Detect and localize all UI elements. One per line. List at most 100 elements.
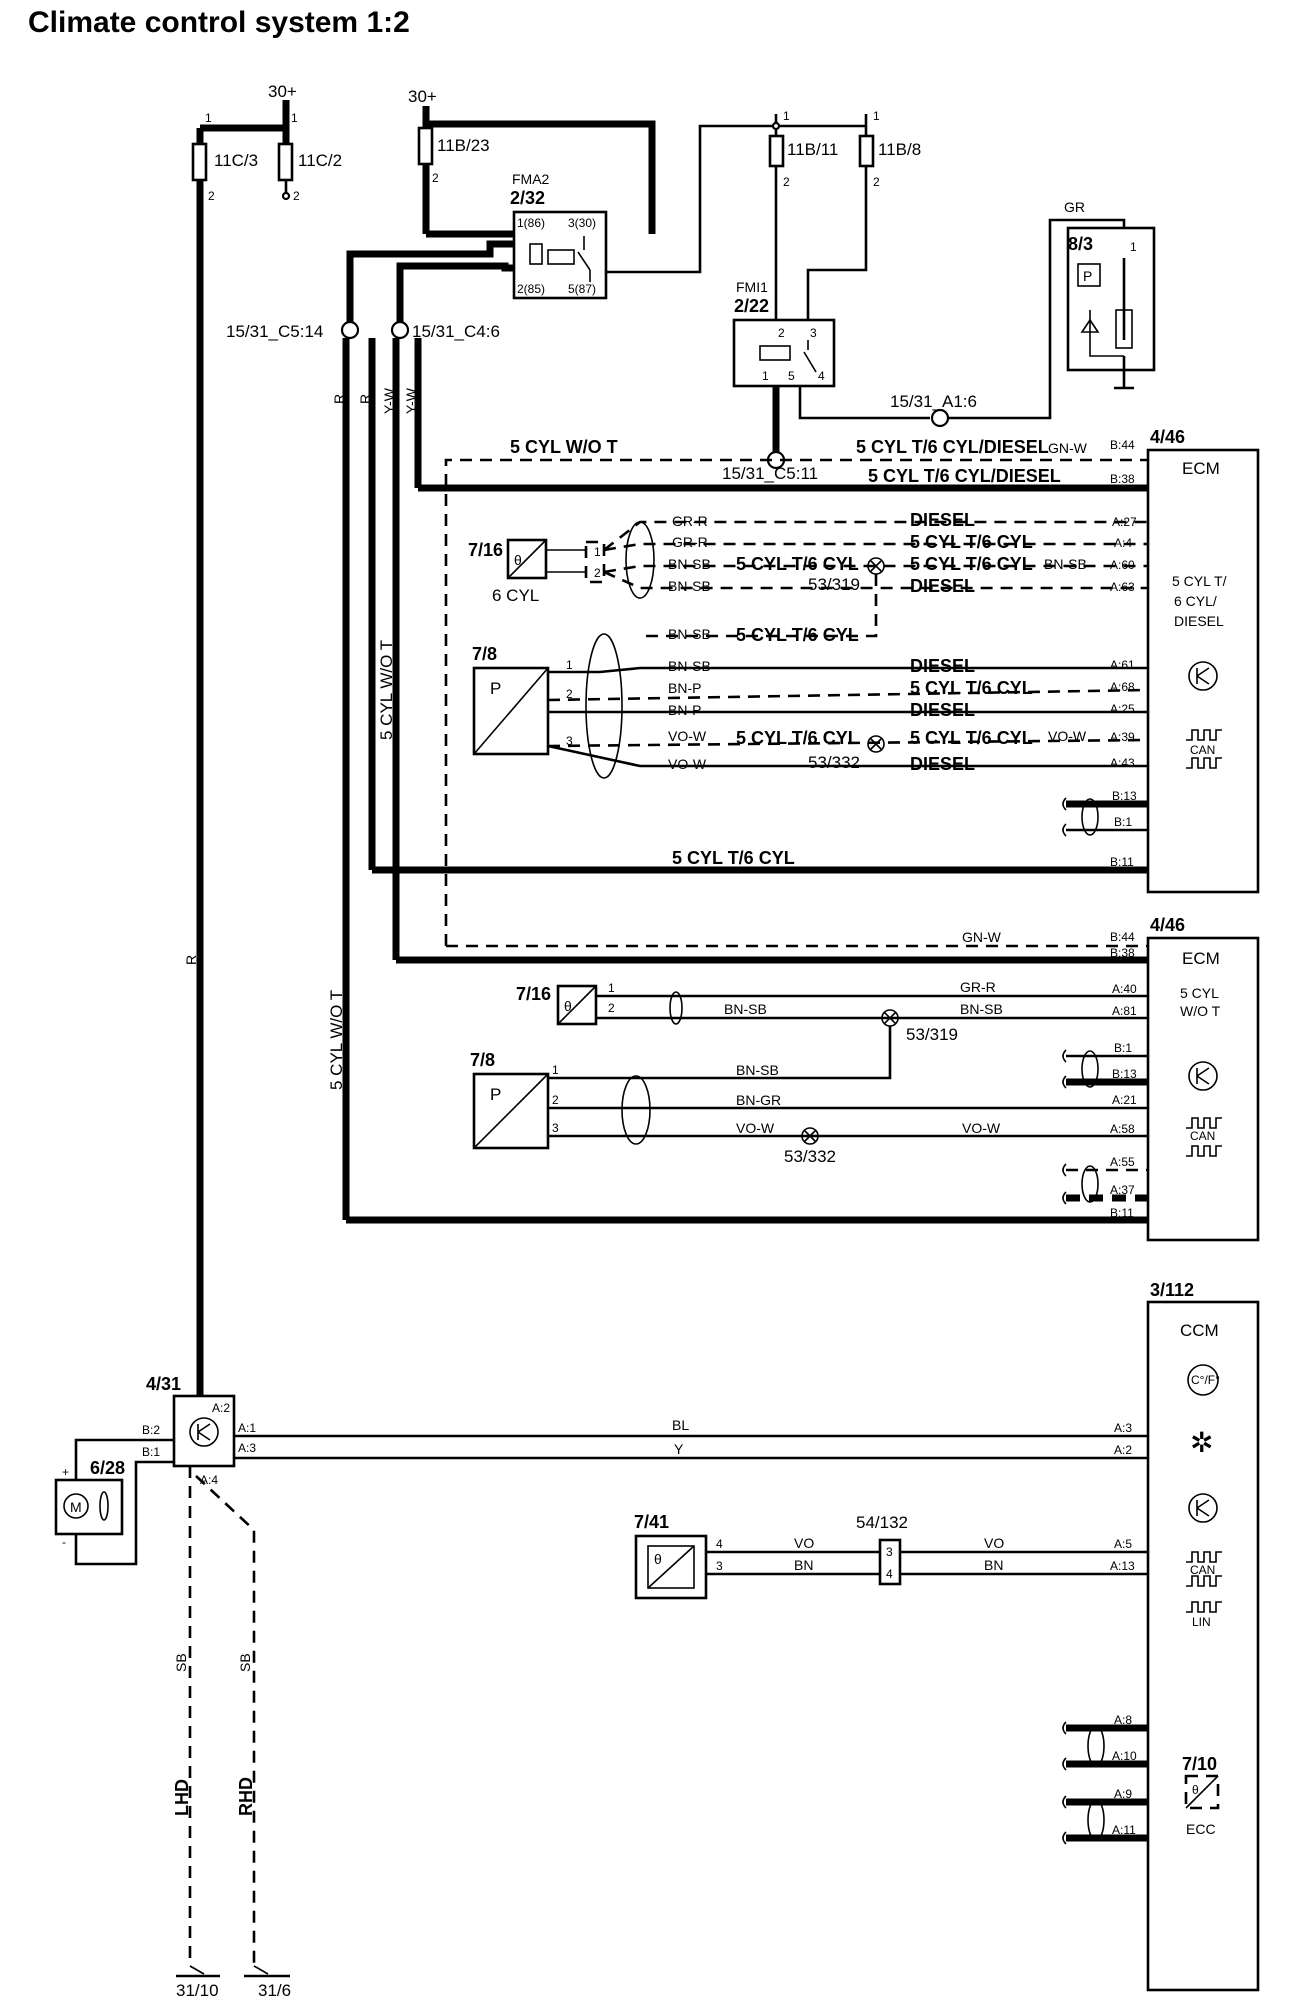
svg-text:1: 1 [552,1063,559,1077]
relay-fmi1 [732,318,836,388]
svg-text:5 CYL T/6 CYL: 5 CYL T/6 CYL [736,728,859,748]
svg-text:2: 2 [873,175,880,189]
svg-text:GN-W: GN-W [1048,440,1088,456]
svg-text:A:3: A:3 [1114,1421,1132,1435]
svg-text:A:58: A:58 [1110,1122,1135,1136]
connector-54-132 [878,1538,902,1586]
fan-motor-id: 6/28 [90,1458,125,1478]
svg-text:A:3: A:3 [238,1441,256,1455]
svg-text:P: P [1083,268,1092,284]
svg-text:BL: BL [672,1417,689,1433]
svg-text:A:4: A:4 [1114,536,1132,550]
svg-text:4: 4 [886,1567,893,1581]
svg-text:θ: θ [514,552,522,568]
ground-31-6: 31/6 [258,1981,291,2000]
svg-text:VO-W: VO-W [736,1120,775,1136]
svg-text:A:10: A:10 [1112,1749,1137,1763]
fuse-11b23-label: 11B/23 [437,136,490,155]
svg-text:θ: θ [564,998,572,1014]
svg-text:BN: BN [794,1557,813,1573]
fmi1-id: 2/22 [734,296,769,316]
svg-text:A:5: A:5 [1114,1537,1132,1551]
svg-text:A:27: A:27 [1112,515,1137,529]
svg-text:P: P [490,679,501,698]
svg-text:B:1: B:1 [1114,1041,1132,1055]
snowflake-icon: ✲ [1190,1427,1213,1458]
transistor-icon [1188,661,1218,691]
svg-text:3: 3 [810,326,817,340]
svg-text:BN-GR: BN-GR [736,1092,781,1108]
ecm-upper-id: 4/46 [1150,427,1185,447]
svg-text:RHD: RHD [236,1777,256,1816]
svg-text:VO: VO [984,1535,1004,1551]
twisted-pair-icon-2 [585,633,623,779]
svg-text:A:8: A:8 [1114,1713,1132,1727]
svg-text:BN: BN [984,1557,1003,1573]
svg-text:DIESEL: DIESEL [910,754,975,774]
switch-8-3 [1066,226,1156,372]
svg-text:BN-SB: BN-SB [668,556,711,572]
svg-text:BN-SB: BN-SB [1044,556,1087,572]
fma2-name: FMA2 [512,171,550,187]
svg-text:3: 3 [566,734,573,748]
svg-text:5 CYL T/6 CYL: 5 CYL T/6 CYL [910,532,1033,552]
fuse-11b23 [417,126,434,166]
svg-text:5(87): 5(87) [568,282,596,296]
svg-text:5: 5 [788,369,795,383]
connector-c4-6 [390,320,410,340]
svg-text:B:38: B:38 [1110,946,1135,960]
gr-wire-label: GR [1064,199,1085,215]
svg-text:A:25: A:25 [1110,702,1135,716]
svg-text:B:38: B:38 [1110,472,1135,486]
fma2-id: 2/32 [510,188,545,208]
svg-text:1: 1 [608,981,615,995]
svg-text:A:81: A:81 [1112,1004,1137,1018]
svg-text:M: M [70,1499,82,1515]
svg-text:DIESEL: DIESEL [1174,613,1224,629]
ecm-lower-name: ECM [1182,949,1220,968]
connector-54-132-id: 54/132 [856,1513,908,1532]
svg-text:53/332: 53/332 [784,1147,836,1166]
ccm-box [1146,1300,1260,1992]
svg-text:A:55: A:55 [1110,1155,1135,1169]
svg-text:4: 4 [818,369,825,383]
svg-text:B:1: B:1 [1114,815,1132,829]
harness: 15/31_C5:14 15/31_C4:6 R R R Y-W Y-W 5 C… [183,180,818,1396]
svg-text:VO: VO [794,1535,814,1551]
svg-text:B:13: B:13 [1112,1067,1137,1081]
switch-8-3-id: 8/3 [1068,234,1093,254]
svg-text:Y-W: Y-W [381,387,397,414]
sensor-7-41-id: 7/41 [634,1512,669,1532]
svg-text:Y-W: Y-W [403,387,419,414]
svg-text:P: P [490,1085,501,1104]
svg-text:BN-SB: BN-SB [668,578,711,594]
svg-text:2: 2 [594,566,601,580]
ecm-upper-name: ECM [1182,459,1220,478]
svg-text:A:1: A:1 [238,1421,256,1435]
svg-text:BN-P: BN-P [668,680,701,696]
fmi1-name: FMI1 [736,279,768,295]
sensor-7-16-lower-id: 7/16 [516,984,551,1004]
sensor-7-10 [1184,1774,1220,1810]
svg-text:VO-W: VO-W [962,1120,1001,1136]
page-title: Climate control system 1:2 [28,6,410,39]
svg-text:DIESEL: DIESEL [910,656,975,676]
svg-text:5 CYL: 5 CYL [1180,985,1219,1001]
svg-text:5 CYL T/6 CYL: 5 CYL T/6 CYL [736,625,859,645]
splice-53-332-lower [801,1127,819,1145]
svg-text:A:11: A:11 [1112,1823,1136,1837]
motor-icon [63,1493,89,1519]
svg-text:2: 2 [566,687,573,701]
svg-text:1: 1 [762,369,769,383]
svg-text:R: R [331,394,347,404]
svg-text:A:60: A:60 [1110,558,1135,572]
connector-a1-6 [930,408,950,428]
svg-text:5 CYL T/6 CYL: 5 CYL T/6 CYL [736,554,859,574]
svg-text:A:43: A:43 [1110,756,1135,770]
connector-c4-6-label: 15/31_C4:6 [412,322,500,341]
fuse-11b11-label: 11B/11 [787,140,838,159]
svg-text:5 CYL T/: 5 CYL T/ [1172,573,1227,589]
sensor-7-10-id: 7/10 [1182,1754,1217,1774]
svg-text:A:37: A:37 [1110,1183,1135,1197]
svg-text:5 CYL T/6 CYL/DIESEL: 5 CYL T/6 CYL/DIESEL [856,437,1049,457]
